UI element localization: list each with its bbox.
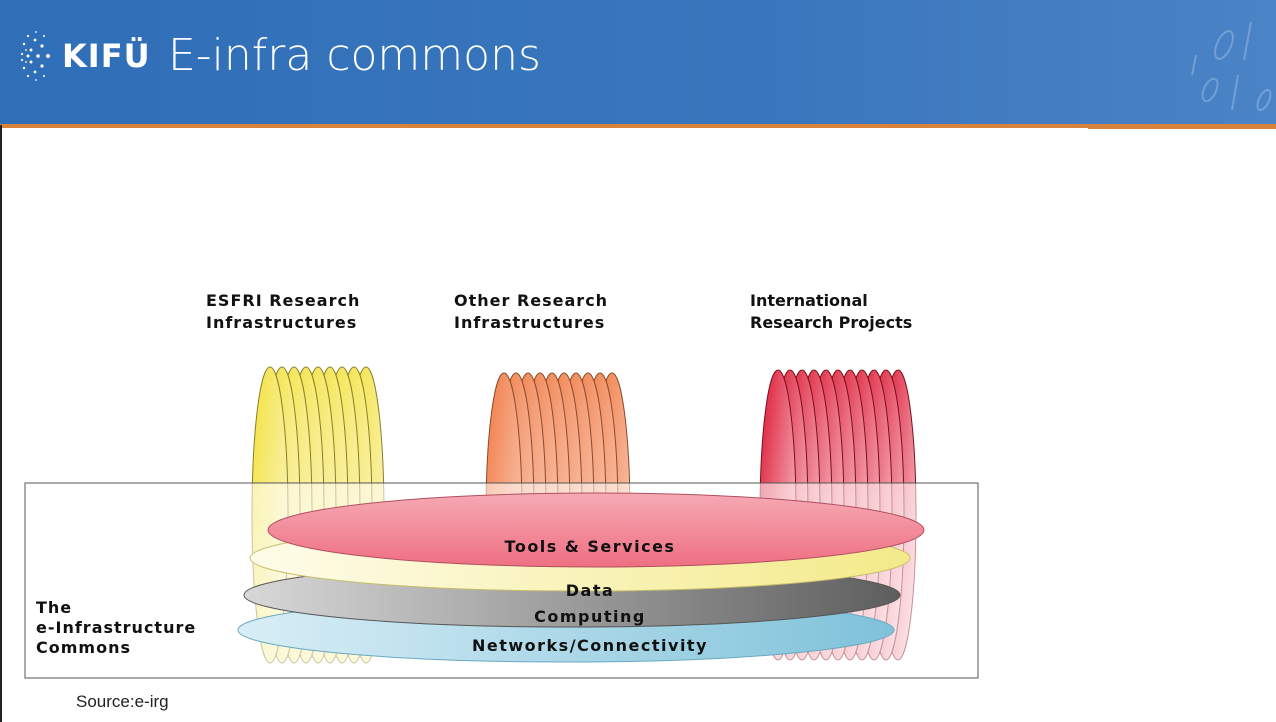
- header-divider-right: [1088, 126, 1276, 129]
- header-divider: [0, 124, 1276, 128]
- kifu-logo: KIFÜ: [18, 26, 151, 86]
- international-label: International Research Projects: [750, 290, 912, 334]
- data-label: Data: [565, 581, 615, 600]
- commons-label-line2: e-Infrastructure: [36, 618, 197, 637]
- esfri-label: ESFRI Research Infrastructures: [206, 290, 360, 334]
- tools-services-label: Tools & Services: [504, 537, 676, 556]
- slide-header: [0, 0, 1276, 125]
- slide-left-edge: [0, 125, 2, 722]
- page-title: E-infra commons: [168, 30, 541, 81]
- kifu-sunburst-icon: [20, 31, 50, 81]
- source-caption: Source:e-irg: [76, 692, 169, 712]
- international-label-line1: International: [750, 291, 868, 310]
- source-name: e-irg: [134, 692, 169, 711]
- other-research-label-line1: Other Research: [454, 291, 609, 310]
- commons-label-line3: Commons: [36, 638, 131, 657]
- commons-label-line1: The: [36, 598, 73, 617]
- computing-label: Computing: [534, 607, 646, 626]
- networks-label: Networks/Connectivity: [471, 636, 709, 655]
- logo-text: KIFÜ: [62, 37, 151, 75]
- other-research-label: Other Research Infrastructures: [454, 290, 608, 334]
- international-label-line2: Research Projects: [750, 313, 913, 332]
- esfri-label-line2: Infrastructures: [206, 313, 358, 332]
- source-prefix: Source:: [76, 692, 135, 711]
- other-research-label-line2: Infrastructures: [454, 313, 606, 332]
- binary-decoration-icon: [1191, 21, 1272, 112]
- tools-services-layer: [267, 492, 925, 568]
- commons-label: The e-Infrastructure Commons: [36, 598, 196, 658]
- esfri-label-line1: ESFRI Research: [206, 291, 361, 310]
